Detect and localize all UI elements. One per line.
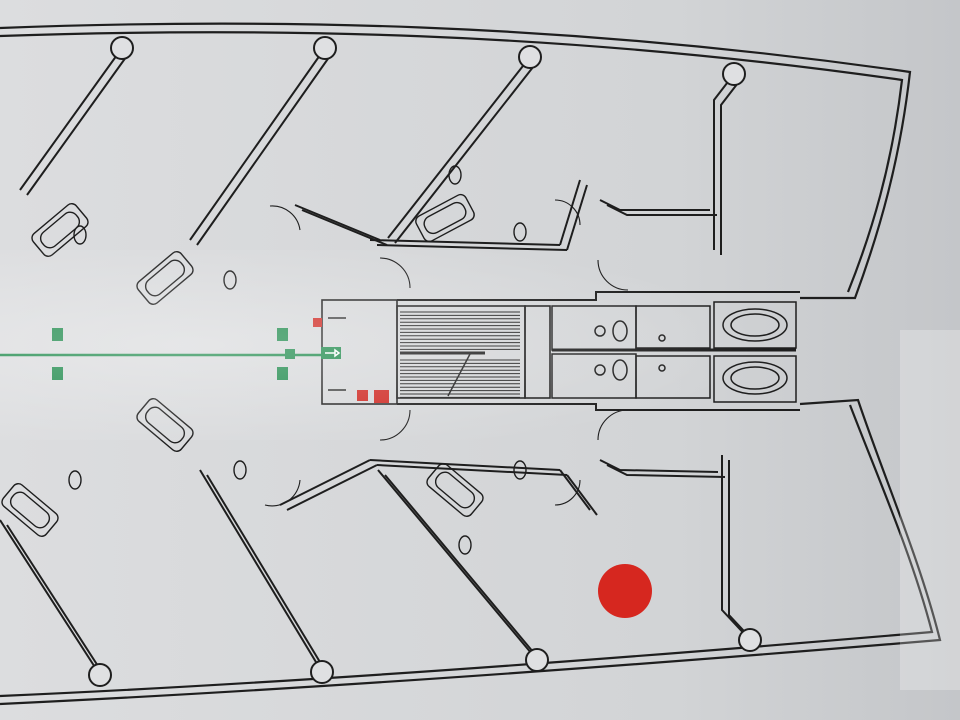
bathtub-basin <box>434 471 476 509</box>
wall-segment <box>369 459 561 471</box>
bathtub-basin <box>9 491 51 529</box>
toilet <box>68 470 82 490</box>
bathtub <box>31 203 89 257</box>
door-swing <box>554 479 581 506</box>
wall-segment <box>369 239 561 246</box>
wall-segment <box>376 464 568 476</box>
wall-segment <box>206 474 330 678</box>
wall-segment <box>606 464 726 478</box>
door-swing <box>554 199 581 226</box>
wall-segment <box>387 56 531 239</box>
toilet <box>458 535 472 555</box>
wall-segment <box>559 469 591 511</box>
wall-segment <box>376 244 568 251</box>
column <box>110 36 134 60</box>
wall-segment <box>26 52 130 196</box>
room-partitions <box>0 47 758 681</box>
bathtub-rim <box>415 193 475 243</box>
column <box>88 663 112 687</box>
bathtub-basin <box>39 211 81 249</box>
wall-segment <box>286 464 378 511</box>
toilet <box>448 165 462 185</box>
bathtub-rim <box>1 483 59 537</box>
wall-segment <box>606 204 717 216</box>
column <box>738 628 762 652</box>
wall-segment <box>599 459 719 473</box>
wall-segment <box>189 47 326 241</box>
wall-segment <box>0 519 101 676</box>
wall-segment <box>294 204 381 241</box>
toilet <box>233 460 247 480</box>
bathtub <box>426 463 484 517</box>
red-dot-marker <box>598 564 652 618</box>
door-swing <box>264 479 301 507</box>
glare-reflection <box>900 330 960 690</box>
toilet <box>73 225 87 245</box>
wall-segment <box>19 47 123 191</box>
column <box>518 45 542 69</box>
bathtub-rim <box>31 203 89 257</box>
wall-segment <box>566 184 588 251</box>
wall-segment <box>566 474 598 516</box>
wall-segment <box>559 179 581 246</box>
wall-segment <box>196 52 333 246</box>
wall-segment <box>394 61 538 244</box>
wall-segment <box>377 469 538 661</box>
bathtub-basin <box>423 201 467 235</box>
bathtub-rim <box>426 463 484 517</box>
toilet <box>513 460 527 480</box>
wall-segment <box>720 78 742 255</box>
bathtub <box>1 483 59 537</box>
wall-segment <box>599 199 710 211</box>
glare-band <box>0 250 960 440</box>
wall-segment <box>199 469 323 673</box>
column <box>525 648 549 672</box>
structural-columns <box>88 36 762 687</box>
bathtub <box>415 193 475 243</box>
wall-segment <box>6 524 108 681</box>
door-swing <box>269 205 301 231</box>
wall-segment <box>721 455 751 641</box>
column <box>313 36 337 60</box>
wall-segment <box>279 459 371 506</box>
toilet <box>513 222 527 242</box>
column <box>310 660 334 684</box>
column <box>722 62 746 86</box>
wall-segment <box>384 474 545 666</box>
